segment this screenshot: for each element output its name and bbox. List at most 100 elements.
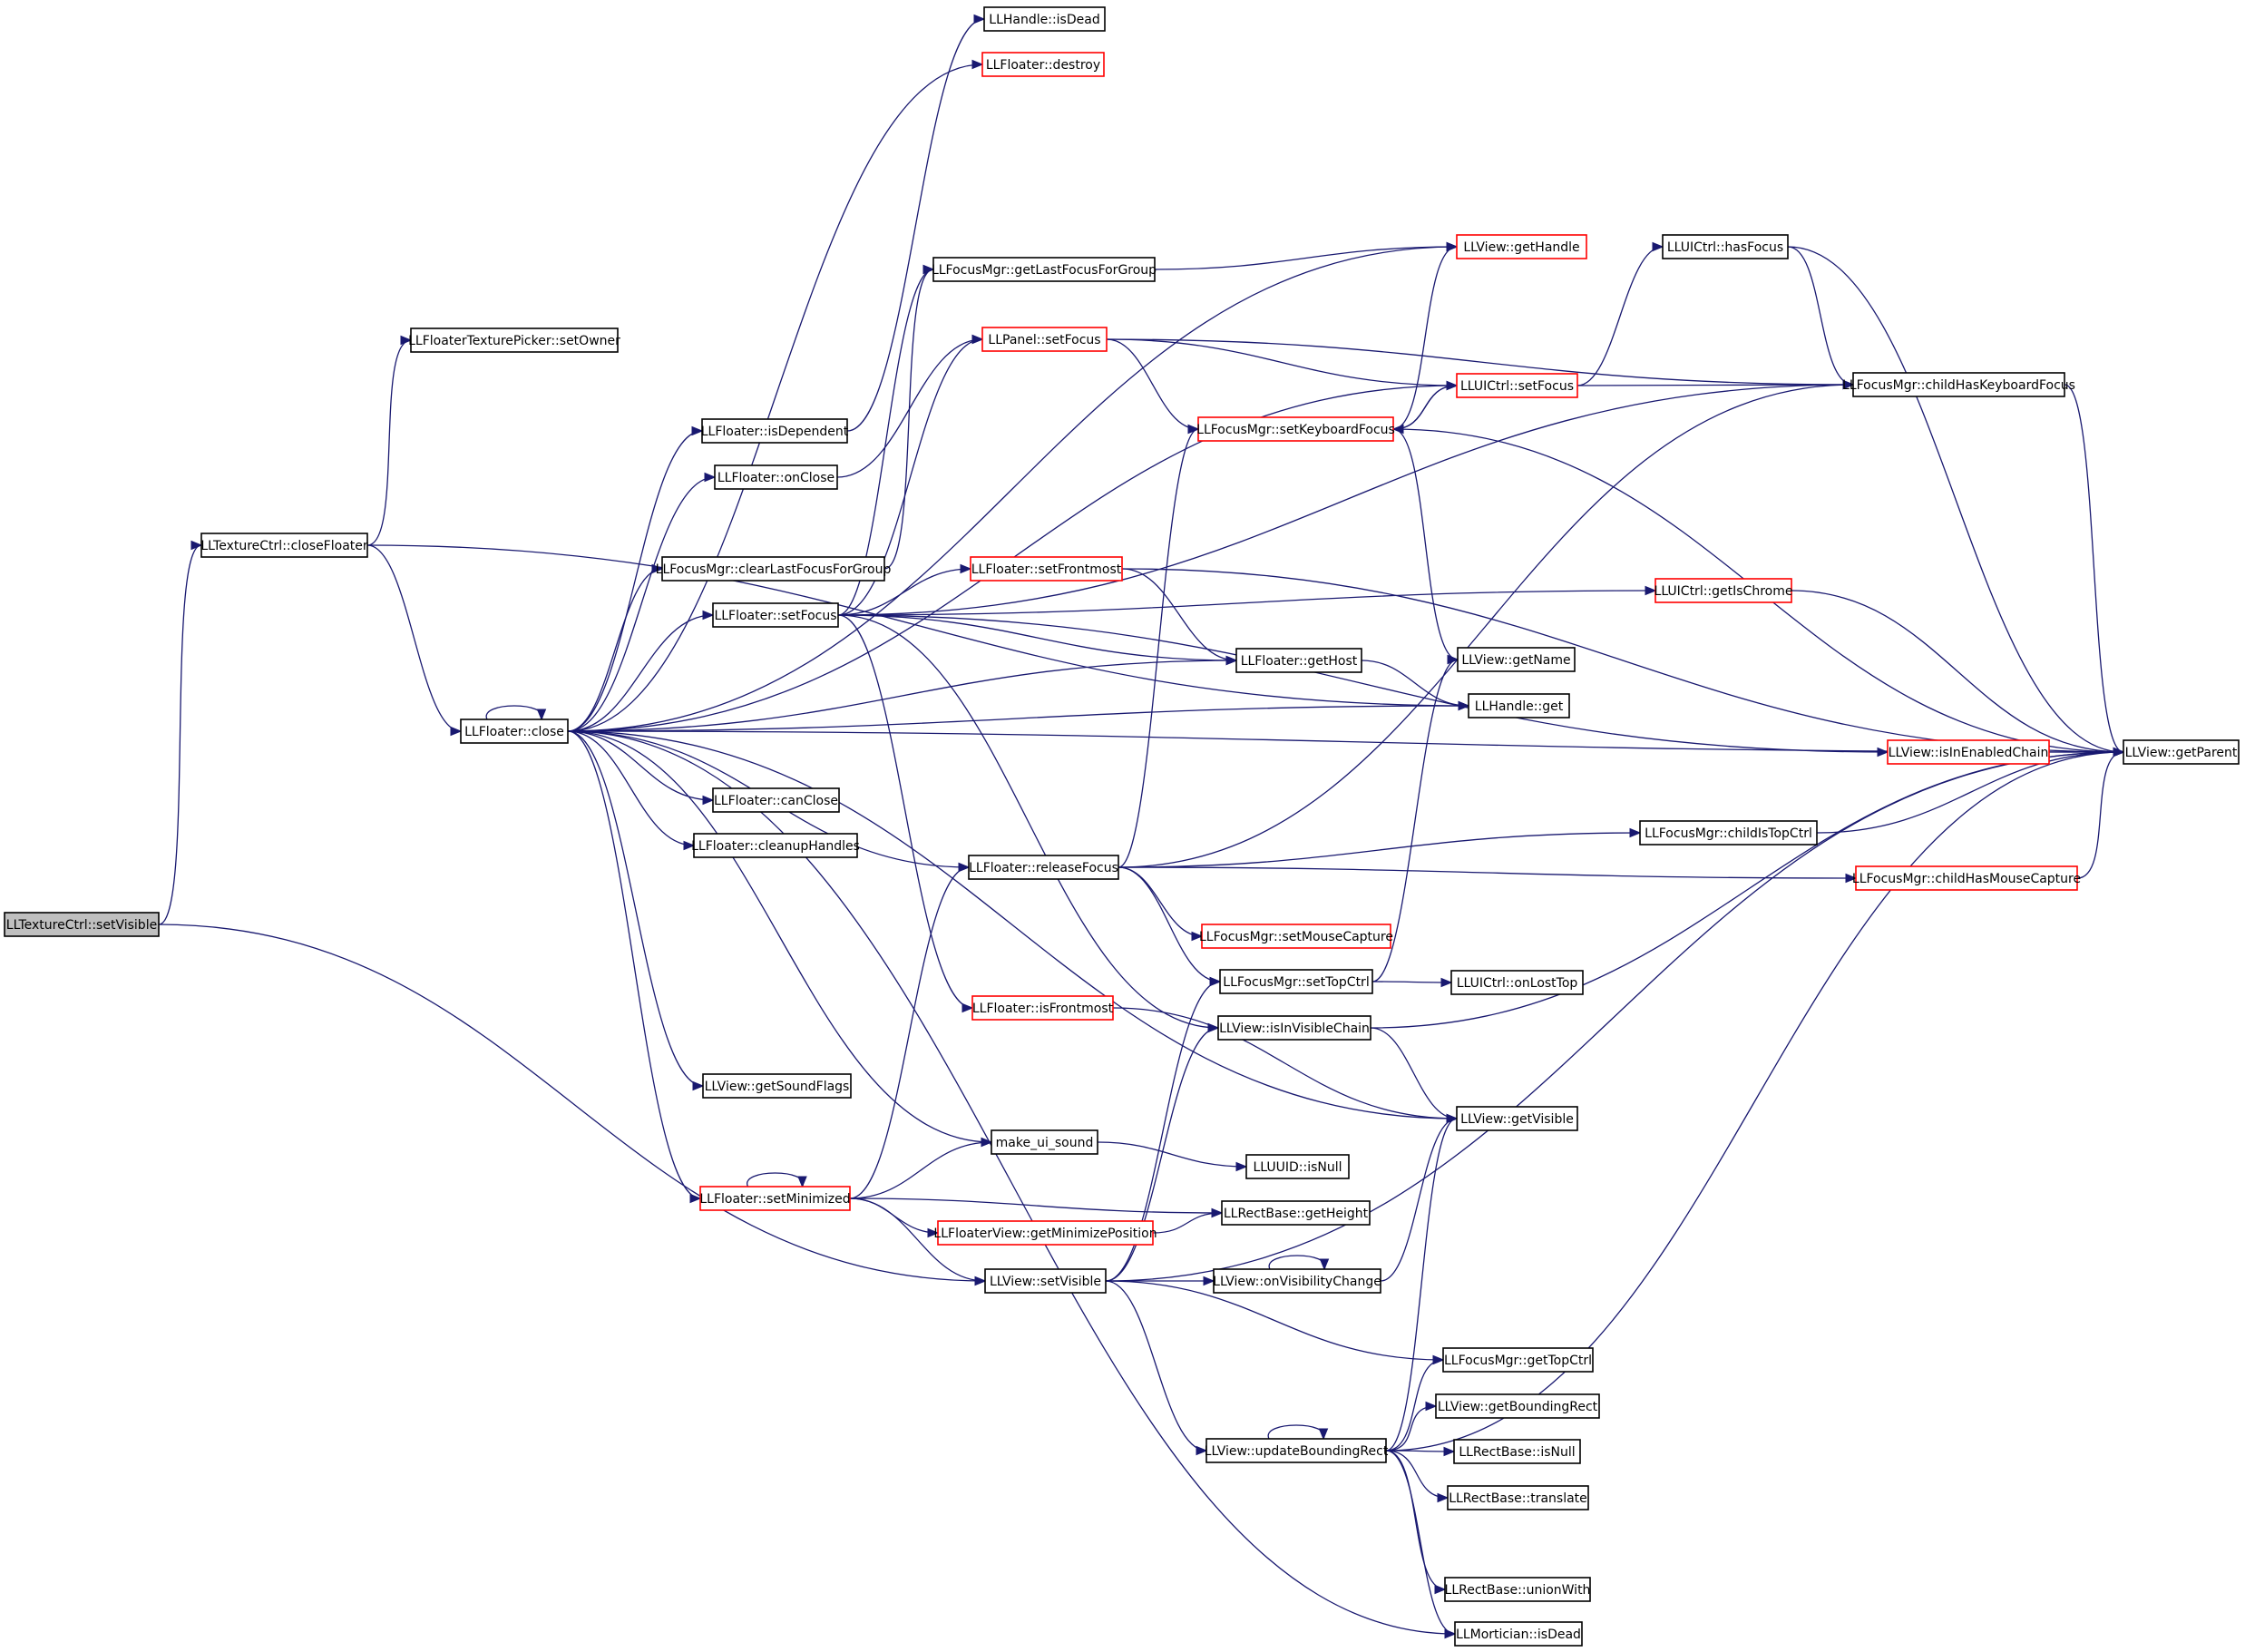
call-edge <box>849 1197 940 1238</box>
function-node-getName[interactable]: LLView::getName <box>1457 647 1576 672</box>
function-node-uictrlSetFocus[interactable]: LLUICtrl::setFocus <box>1456 373 1578 398</box>
function-node-uuidIsNull[interactable]: LLUUID::isNull <box>1245 1154 1350 1179</box>
edge-arrowhead <box>961 1002 974 1013</box>
node-label: LLFocusMgr::childIsTopCtrl <box>1645 826 1812 841</box>
function-node-rectIsNull[interactable]: LLRectBase::isNull <box>1453 1439 1581 1464</box>
function-node-onLostTop[interactable]: LLUICtrl::onLostTop <box>1450 970 1584 995</box>
function-node-isFrontmost[interactable]: LLFloater::isFrontmost <box>971 995 1114 1021</box>
node-label: make_ui_sound <box>996 1136 1094 1150</box>
call-edge <box>1370 1027 1459 1124</box>
node-label: LLView::getVisible <box>1460 1112 1574 1127</box>
call-edge <box>1787 246 2125 758</box>
function-node-getVisible[interactable]: LLView::getVisible <box>1456 1106 1578 1131</box>
function-node-unionWith[interactable]: LLRectBase::unionWith <box>1444 1577 1591 1602</box>
function-node-getParent[interactable]: LLView::getParent <box>2123 739 2240 765</box>
call-edge <box>1385 1450 1457 1639</box>
function-node-morticianIsDead[interactable]: LLMortician::isDead <box>1454 1621 1583 1647</box>
node-box <box>1468 693 1570 718</box>
function-node-panelSetFocus[interactable]: LLPanel::setFocus <box>981 327 1108 352</box>
function-node-setVisibleTC[interactable]: LLTextureCtrl::setVisible <box>4 912 160 937</box>
function-node-getBoundingRect[interactable]: LLView::getBoundingRect <box>1435 1393 1600 1419</box>
node-label: LLView::getSoundFlags <box>705 1080 850 1094</box>
function-node-setMinimized[interactable]: LLFloater::setMinimized <box>699 1186 851 1211</box>
function-node-translate[interactable]: LLRectBase::translate <box>1447 1485 1589 1510</box>
edge-arrowhead <box>704 472 717 483</box>
call-edge <box>1391 385 1458 435</box>
edge-arrowhead <box>1842 379 1855 390</box>
node-box <box>1235 648 1362 673</box>
node-label: LLTextureCtrl::setVisible <box>6 918 157 933</box>
call-edge <box>567 730 696 851</box>
node-box <box>1221 1200 1371 1226</box>
function-node-childIsTopCtrl[interactable]: LLFocusMgr::childIsTopCtrl <box>1639 820 1818 846</box>
node-label: LLRectBase::translate <box>1449 1491 1587 1506</box>
edge-arrowhead <box>1447 654 1459 665</box>
node-box <box>460 718 569 744</box>
node-box <box>971 995 1114 1021</box>
function-node-onVisibilityChange[interactable]: LLView::onVisibilityChange <box>1213 1268 1381 1294</box>
function-node-hasFocus[interactable]: LLUICtrl::hasFocus <box>1662 234 1789 259</box>
function-node-setFrontmost[interactable]: LLFloater::setFrontmost <box>970 556 1123 582</box>
function-node-setTopCtrl[interactable]: LLFocusMgr::setTopCtrl <box>1219 969 1373 994</box>
function-node-isDependent[interactable]: LLFloater::isDependent <box>701 418 849 444</box>
call-edge <box>837 614 1889 758</box>
edge-line <box>1385 1450 1446 1590</box>
function-node-makeUiSound[interactable]: make_ui_sound <box>991 1129 1098 1155</box>
function-node-childHasKbFocus[interactable]: LLFocusMgr::childHasKeyboardFocus <box>1842 372 2075 397</box>
edge-line <box>1118 866 1857 879</box>
edge-line <box>1385 1359 1444 1452</box>
edge-line <box>567 730 695 846</box>
function-node-canClose[interactable]: LLFloater::canClose <box>712 787 840 813</box>
edge-line <box>1392 246 1458 430</box>
function-node-getIsChrome[interactable]: LLUICtrl::getIsChrome <box>1654 578 1793 603</box>
edge-line <box>1392 428 1459 660</box>
function-node-onClose[interactable]: LLFloater::onClose <box>714 464 838 490</box>
edge-line <box>1118 866 1203 937</box>
edge-line <box>1106 338 1199 430</box>
function-node-clearLastFocus[interactable]: LLFocusMgr::clearLastFocusForGroup <box>656 556 892 582</box>
function-node-releaseFocus[interactable]: LLFloater::releaseFocus <box>968 855 1119 880</box>
function-node-closeFloater[interactable]: LLTextureCtrl::closeFloater <box>200 533 368 558</box>
edge-line <box>1380 1118 1458 1282</box>
function-node-getLastFocus[interactable]: LLFocusMgr::getLastFocusForGroup <box>932 257 1157 282</box>
function-node-handleGet[interactable]: LLHandle::get <box>1468 693 1570 718</box>
edge-line <box>567 246 1458 732</box>
function-node-setKeyboardFocus[interactable]: LLFocusMgr::setKeyboardFocus <box>1196 416 1395 442</box>
function-node-handleIsDead[interactable]: LLHandle::isDead <box>983 6 1106 32</box>
edge-line <box>1816 751 2124 834</box>
edge-line <box>1118 866 1221 982</box>
call-edge <box>849 1197 987 1286</box>
function-node-setMouseCapture[interactable]: LLFocusMgr::setMouseCapture <box>1199 924 1393 949</box>
function-node-getHeight[interactable]: LLRectBase::getHeight <box>1221 1200 1371 1226</box>
function-node-viewSetVisible[interactable]: LLView::setVisible <box>984 1268 1107 1294</box>
function-node-updateBoundingRect[interactable]: LLView::updateBoundingRect <box>1205 1438 1389 1463</box>
function-node-getSoundFlags[interactable]: LLView::getSoundFlags <box>702 1073 852 1099</box>
node-label: LLFloater::close <box>464 725 564 739</box>
call-edge <box>849 1137 993 1199</box>
function-node-getHost[interactable]: LLFloater::getHost <box>1235 648 1362 673</box>
node-label: LLFloater::canClose <box>714 794 838 808</box>
edge-line <box>837 568 971 616</box>
node-box <box>410 327 619 353</box>
function-node-getMinimizePos[interactable]: LLFloaterView::getMinimizePosition <box>933 1220 1157 1246</box>
node-label: LLUICtrl::onLostTop <box>1457 976 1578 991</box>
function-node-setFocus[interactable]: LLFloater::setFocus <box>712 602 839 628</box>
function-node-isInVisibleChain[interactable]: LLView::isInVisibleChain <box>1217 1015 1371 1041</box>
node-label: LLFloater::setFrontmost <box>971 562 1122 577</box>
function-node-cleanupHandles[interactable]: LLFloater::cleanupHandles <box>691 833 860 858</box>
function-node-getTopCtrl[interactable]: LLFocusMgr::getTopCtrl <box>1442 1347 1594 1373</box>
function-node-setOwner[interactable]: LLFloaterTexturePicker::setOwner <box>408 327 620 353</box>
function-node-destroy[interactable]: LLFloater::destroy <box>981 52 1105 77</box>
edge-arrowhead <box>1235 1161 1248 1172</box>
edge-arrowhead <box>1458 700 1470 711</box>
function-node-childHasMouseCapture[interactable]: LLFocusMgr::childHasMouseCapture <box>1852 865 2081 891</box>
node-box <box>1442 1347 1594 1373</box>
call-edge <box>1385 1450 1449 1503</box>
node-label: LLRectBase::isNull <box>1459 1445 1575 1460</box>
edge-line <box>567 730 701 1199</box>
edge-line <box>1267 1424 1325 1440</box>
function-node-isInEnabledChain[interactable]: LLView::isInEnabledChain <box>1887 739 2050 765</box>
function-node-close[interactable]: LLFloater::close <box>460 718 569 744</box>
function-node-getHandle[interactable]: LLView::getHandle <box>1456 234 1587 259</box>
